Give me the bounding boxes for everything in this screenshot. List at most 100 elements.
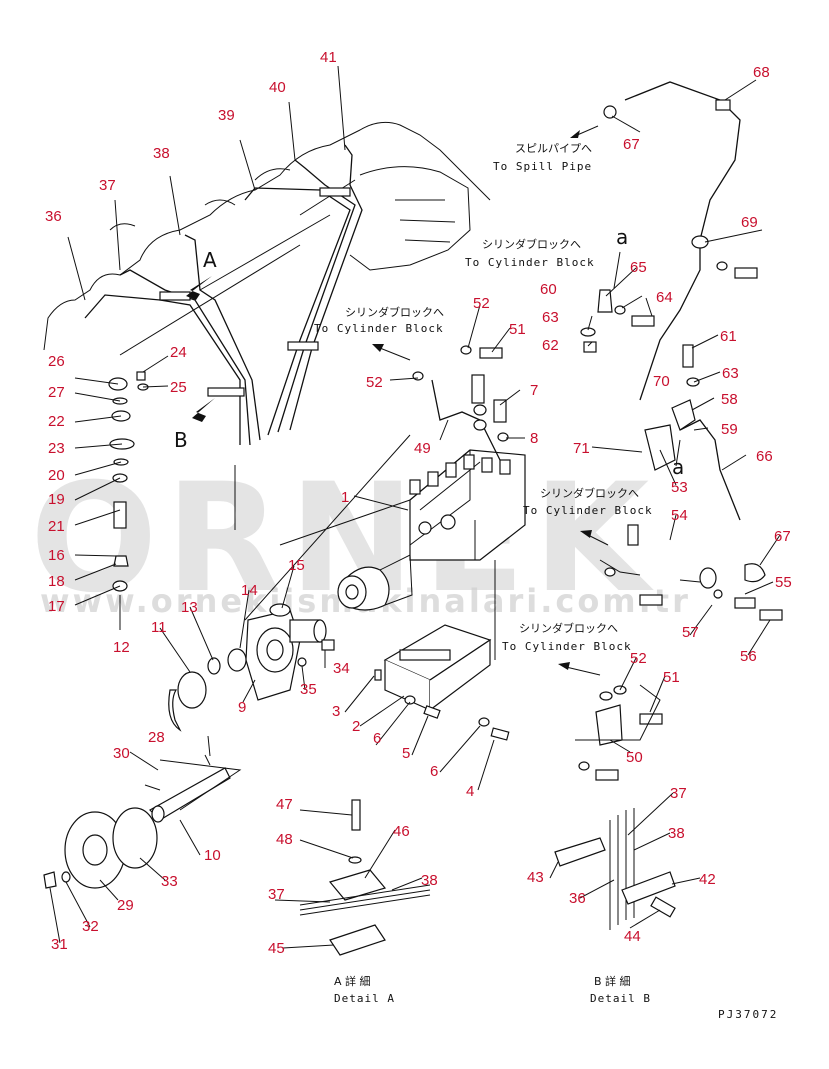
callout-31: 31 <box>51 936 68 953</box>
callout-17: 17 <box>48 598 65 615</box>
callout-numbers: 41 40 39 38 37 36 26 24 27 25 22 23 20 1… <box>45 49 792 957</box>
callout-42: 42 <box>699 871 716 888</box>
callout-13: 13 <box>181 599 198 616</box>
note-spill-jp: スピルパイプへ <box>515 142 592 155</box>
drive-coupling <box>168 603 335 732</box>
svg-text:A: A <box>203 248 217 272</box>
note-cyl2-en: To Cylinder Block <box>314 322 444 335</box>
callout-14: 14 <box>241 582 258 599</box>
callout-35: 35 <box>300 681 317 698</box>
callout-67a: 67 <box>623 136 640 153</box>
detail-a-title-jp: A 詳 細 <box>334 974 371 988</box>
callout-47: 47 <box>276 796 293 813</box>
callout-65: 65 <box>630 259 647 276</box>
note-cyl4-jp: シリンダブロックへ <box>519 621 618 635</box>
note-cyl3-jp: シリンダブロックへ <box>540 486 639 500</box>
callout-60: 60 <box>540 281 557 298</box>
callout-19: 19 <box>48 491 65 508</box>
callout-5: 5 <box>402 745 410 762</box>
view-arrow-b: B <box>174 398 215 452</box>
fuel-injection-pump <box>337 449 526 611</box>
callout-21: 21 <box>48 518 65 535</box>
callout-39: 39 <box>218 107 235 124</box>
note-cyl2-jp: シリンダブロックへ <box>345 305 444 319</box>
callout-23: 23 <box>48 440 65 457</box>
view-letter-a1: a <box>616 225 628 249</box>
callout-71: 71 <box>573 440 590 457</box>
view-letter-a2: a <box>672 455 684 479</box>
callout-6a: 6 <box>373 730 381 747</box>
callout-38c: 38 <box>668 825 685 842</box>
detail-a-title-en: Detail A <box>334 992 395 1005</box>
detail-a-drawing <box>299 799 431 956</box>
callout-55: 55 <box>775 574 792 591</box>
drive-shaft-gear <box>43 754 242 889</box>
callout-10: 10 <box>204 847 221 864</box>
note-cyl1-jp: シリンダブロックへ <box>482 237 581 251</box>
note-spill-en: To Spill Pipe <box>493 160 592 173</box>
callout-29: 29 <box>117 897 134 914</box>
callout-26: 26 <box>48 353 65 370</box>
callout-45: 45 <box>268 940 285 957</box>
callout-66: 66 <box>756 448 773 465</box>
callout-32: 32 <box>82 918 99 935</box>
callout-68: 68 <box>753 64 770 81</box>
callout-34: 34 <box>333 660 350 677</box>
callout-38b: 38 <box>421 872 438 889</box>
callout-40: 40 <box>269 79 286 96</box>
callout-3: 3 <box>332 703 340 720</box>
callout-27: 27 <box>48 384 65 401</box>
detail-b-drawing <box>554 808 676 930</box>
note-cyl4-en: To Cylinder Block <box>502 640 632 653</box>
view-arrow-a: A <box>186 248 217 300</box>
callout-49: 49 <box>414 440 431 457</box>
callout-44: 44 <box>624 928 641 945</box>
callout-54: 54 <box>671 507 688 524</box>
leader-lines <box>49 65 781 949</box>
callout-46: 46 <box>393 823 410 840</box>
injection-pipes <box>84 144 363 446</box>
engine-outline <box>43 121 491 356</box>
callout-11: 11 <box>151 619 167 636</box>
note-cyl1-en: To Cylinder Block <box>465 256 595 269</box>
callout-69: 69 <box>741 214 758 231</box>
callout-51b: 51 <box>663 669 680 686</box>
drawing-code: PJ37072 <box>718 1008 778 1021</box>
callout-52b: 52 <box>366 374 383 391</box>
callout-43: 43 <box>527 869 544 886</box>
callout-30: 30 <box>113 745 130 762</box>
callout-36: 36 <box>45 208 62 225</box>
callout-52a: 52 <box>473 295 490 312</box>
callout-6b: 6 <box>430 763 438 780</box>
pump-bracket <box>374 624 510 741</box>
callout-38: 38 <box>153 145 170 162</box>
callout-52c: 52 <box>630 650 647 667</box>
callout-22: 22 <box>48 413 65 430</box>
note-arrows <box>372 125 681 676</box>
callout-15: 15 <box>288 557 305 574</box>
callout-18: 18 <box>48 573 65 590</box>
callout-59: 59 <box>721 421 738 438</box>
callout-8: 8 <box>530 430 538 447</box>
callout-25: 25 <box>170 379 187 396</box>
callout-51a: 51 <box>509 321 526 338</box>
callout-24: 24 <box>170 344 187 361</box>
callout-1: 1 <box>341 489 349 506</box>
callout-56: 56 <box>740 648 757 665</box>
callout-16: 16 <box>48 547 65 564</box>
callout-63b: 63 <box>722 365 739 382</box>
callout-12: 12 <box>113 639 130 656</box>
svg-text:B: B <box>174 428 188 452</box>
callout-58: 58 <box>721 391 738 408</box>
callout-53: 53 <box>671 479 688 496</box>
detail-b-title-jp: B 詳 細 <box>594 974 631 988</box>
callout-33: 33 <box>161 873 178 890</box>
callout-50: 50 <box>626 749 643 766</box>
callout-62: 62 <box>542 337 559 354</box>
callout-20: 20 <box>48 467 65 484</box>
callout-37c: 37 <box>670 785 687 802</box>
callout-36b: 36 <box>569 890 586 907</box>
callout-37: 37 <box>99 177 116 194</box>
callout-67b: 67 <box>774 528 791 545</box>
